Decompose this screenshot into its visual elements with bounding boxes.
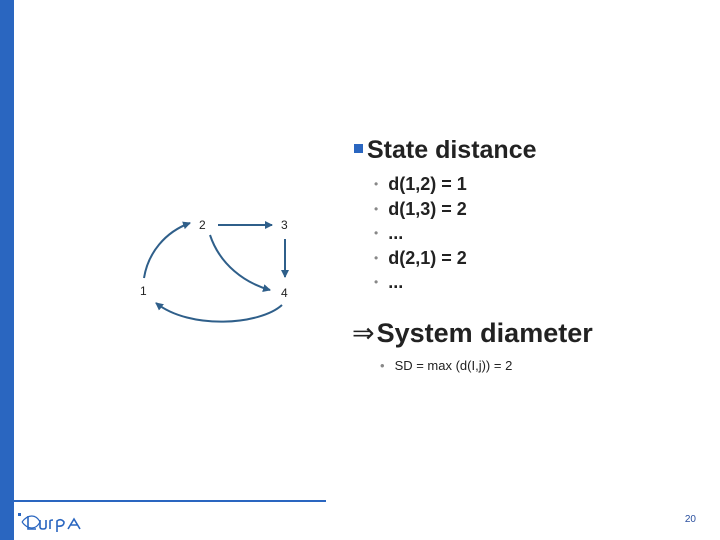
bullet-icon: • — [374, 177, 379, 191]
graph-edge — [155, 302, 283, 323]
node-label-1: 1 — [140, 284, 147, 298]
distance-text: ... — [388, 272, 404, 292]
graph-edge — [143, 221, 191, 279]
sd-formula: • SD = max (d(I,j)) = 2 — [380, 358, 512, 373]
bullet-icon: • — [374, 275, 379, 289]
footer-divider — [14, 500, 326, 502]
list-item: • d(1,3) = 2 — [374, 197, 467, 222]
system-diameter-heading: ⇒System diameter — [352, 318, 593, 349]
square-bullet-icon — [354, 143, 363, 153]
graph-edge — [209, 234, 271, 292]
implies-arrow-icon: ⇒ — [352, 318, 375, 348]
sub-heading-text: System diameter — [376, 318, 593, 348]
bullet-icon: • — [374, 250, 379, 265]
heading-text: State distance — [367, 136, 537, 164]
bullet-icon: • — [380, 358, 385, 373]
list-item: • d(2,1) = 2 — [374, 246, 467, 271]
distance-text: ... — [388, 223, 404, 243]
bullet-icon: • — [374, 226, 379, 240]
node-label-4: 4 — [281, 286, 288, 300]
node-label-3: 3 — [281, 218, 288, 232]
page-number: 20 — [684, 514, 696, 525]
state-graph: 2 3 1 4 — [140, 218, 289, 323]
distance-text: d(2,1) = 2 — [388, 247, 467, 268]
slide-heading: State distance — [354, 136, 537, 165]
distance-text: d(1,2) = 1 — [388, 174, 467, 194]
list-item: •... — [374, 270, 467, 295]
left-accent-bar — [0, 0, 14, 540]
distance-list: • d(1,2) = 1 • d(1,3) = 2 •... • d(2,1) = 2… — [374, 172, 467, 295]
list-item: •... — [374, 221, 467, 246]
distance-text: d(1,3) = 2 — [388, 198, 467, 219]
bullet-icon: • — [374, 201, 379, 216]
sd-formula-text: SD = max (d(I,j)) = 2 — [394, 358, 513, 373]
node-label-2: 2 — [199, 218, 206, 232]
list-item: • d(1,2) = 1 — [374, 172, 467, 197]
lurpa-logo — [18, 513, 81, 532]
